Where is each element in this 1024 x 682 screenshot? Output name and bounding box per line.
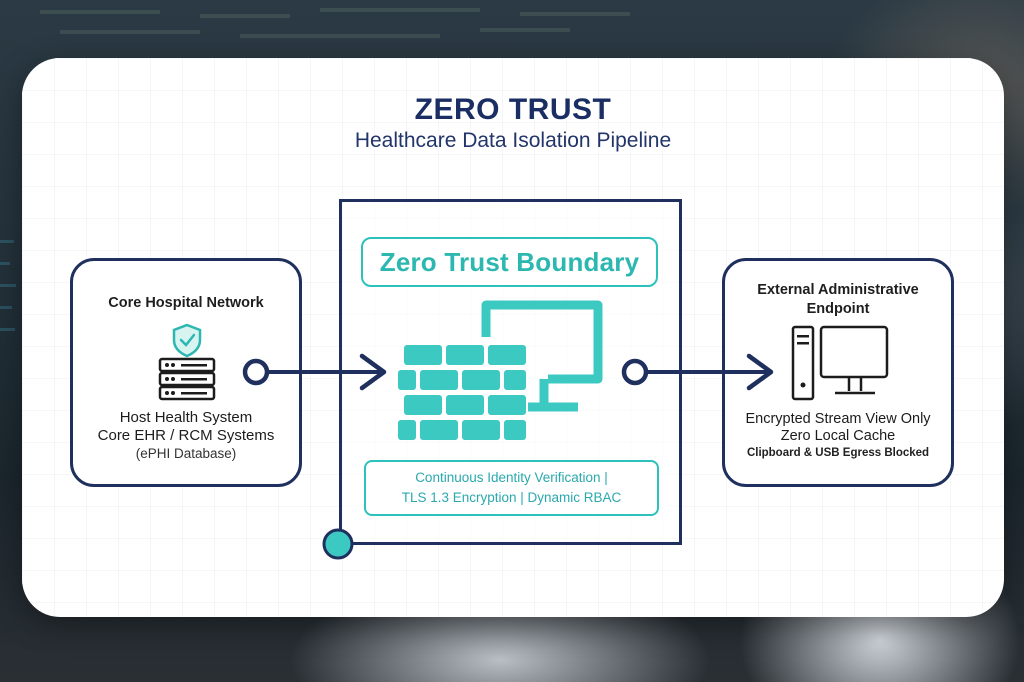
node-line: Host Health System: [119, 409, 253, 426]
firewall-monitor-icon: [398, 300, 603, 440]
external-endpoint-node: External Administrative Endpoint Encrypt…: [722, 258, 954, 487]
controls-line: TLS 1.3 Encryption | Dynamic RBAC: [401, 490, 622, 505]
node-line: Encrypted Stream View Only: [745, 411, 931, 427]
security-controls-box: Continuous Identity Verification | TLS 1…: [364, 460, 659, 516]
node-note: Clipboard & USB Egress Blocked: [746, 447, 930, 459]
node-description: Host Health System Core EHR / RCM System…: [73, 409, 299, 463]
desktop-computer-icon: [791, 325, 889, 401]
controls-line: Continuous Identity Verification |: [415, 470, 608, 485]
diagram-title: ZERO TRUST: [414, 93, 612, 126]
diagram-card: ZERO TRUST Healthcare Data Isolation Pip…: [22, 58, 1004, 617]
node-note: (ePHI Database): [135, 446, 237, 461]
node-title: Core Hospital Network: [108, 295, 264, 311]
node-line: Zero Local Cache: [780, 428, 896, 444]
boundary-label: Zero Trust Boundary: [361, 237, 658, 287]
node-line: Core EHR / RCM Systems: [97, 427, 275, 444]
zero-trust-boundary: Zero Trust Boundary: [339, 199, 682, 545]
core-hospital-network-node: Core Hospital Network Host Health System…: [70, 258, 302, 487]
diagram-subtitle: Healthcare Data Isolation Pipeline: [354, 129, 672, 152]
server-shield-icon: [158, 323, 216, 401]
node-title: External Administrative Endpoint: [757, 282, 919, 317]
node-description: Encrypted Stream View Only Zero Local Ca…: [725, 411, 951, 462]
